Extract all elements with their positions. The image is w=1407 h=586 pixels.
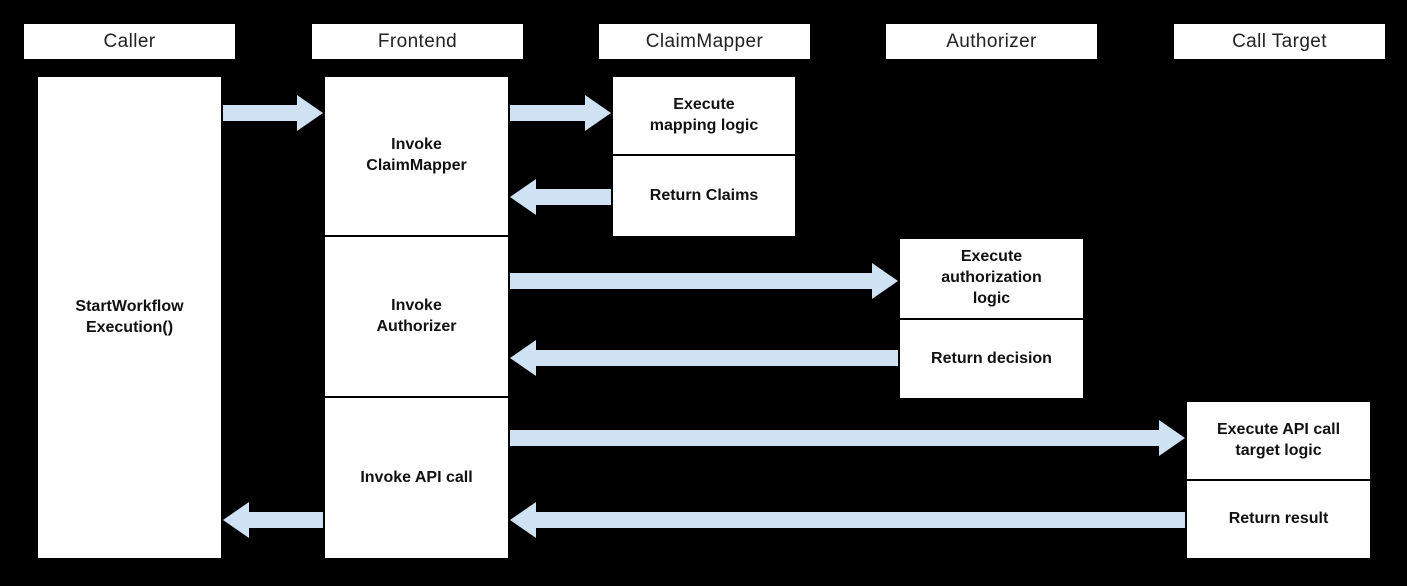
column-header-caller: Caller (22, 22, 237, 61)
column-header-calltarget: Call Target (1172, 22, 1387, 61)
arrow-head-icon (510, 502, 536, 538)
arrow-head-icon (585, 95, 611, 131)
arrow-shaft (536, 512, 1185, 528)
frontend-invoke-claimmapper-label: Invoke ClaimMapper (325, 77, 508, 237)
column-header-frontend: Frontend (310, 22, 525, 61)
frontend-invoke-authorizer-label: Invoke Authorizer (325, 237, 508, 398)
caller-startworkflow-label: StartWorkflow Execution() (75, 297, 184, 336)
arrow-claimmapper-to-frontend (510, 179, 611, 215)
authorizer-return-label: Return decision (931, 349, 1052, 367)
column-header-authorizer: Authorizer (884, 22, 1099, 61)
arrow-head-icon (1159, 420, 1185, 456)
calltarget-box: Execute API call target logic Return res… (1185, 400, 1372, 560)
arrow-head-icon (223, 502, 249, 538)
arrow-shaft (249, 512, 323, 528)
calltarget-execute-label: Execute API call target logic (1187, 402, 1370, 481)
arrow-head-icon (510, 340, 536, 376)
frontend-invoke-api-call-label: Invoke API call (360, 468, 473, 486)
authorizer-execute-label: Execute authorization logic (900, 239, 1083, 320)
authorizer-box: Execute authorization logic Return decis… (898, 237, 1085, 400)
arrow-head-icon (297, 95, 323, 131)
arrow-caller-to-frontend (223, 95, 323, 131)
arrow-calltarget-to-frontend (510, 502, 1185, 538)
calltarget-return-label: Return result (1228, 510, 1329, 528)
arrow-frontend-to-claimmapper (510, 95, 611, 131)
arrow-head-icon (510, 179, 536, 215)
claimmapper-return-label: Return Claims (649, 186, 759, 204)
arrow-shaft (510, 105, 585, 121)
arrow-shaft (536, 350, 898, 366)
arrow-shaft (510, 430, 1159, 446)
frontend-lifeline-box: Invoke ClaimMapper Invoke Authorizer Inv… (323, 75, 510, 560)
arrow-shaft (223, 105, 297, 121)
arrow-frontend-to-authorizer (510, 263, 898, 299)
caller-lifeline-box: StartWorkflow Execution() (36, 75, 223, 560)
claimmapper-box: Execute mapping logic Return Claims (611, 75, 797, 238)
arrow-frontend-to-caller (223, 502, 323, 538)
arrow-head-icon (872, 263, 898, 299)
arrow-shaft (536, 189, 611, 205)
arrow-authorizer-to-frontend (510, 340, 898, 376)
claimmapper-execute-label: Execute mapping logic (613, 77, 795, 156)
column-header-claimmapper: ClaimMapper (597, 22, 812, 61)
arrow-shaft (510, 273, 872, 289)
arrow-frontend-to-calltarget (510, 420, 1185, 456)
